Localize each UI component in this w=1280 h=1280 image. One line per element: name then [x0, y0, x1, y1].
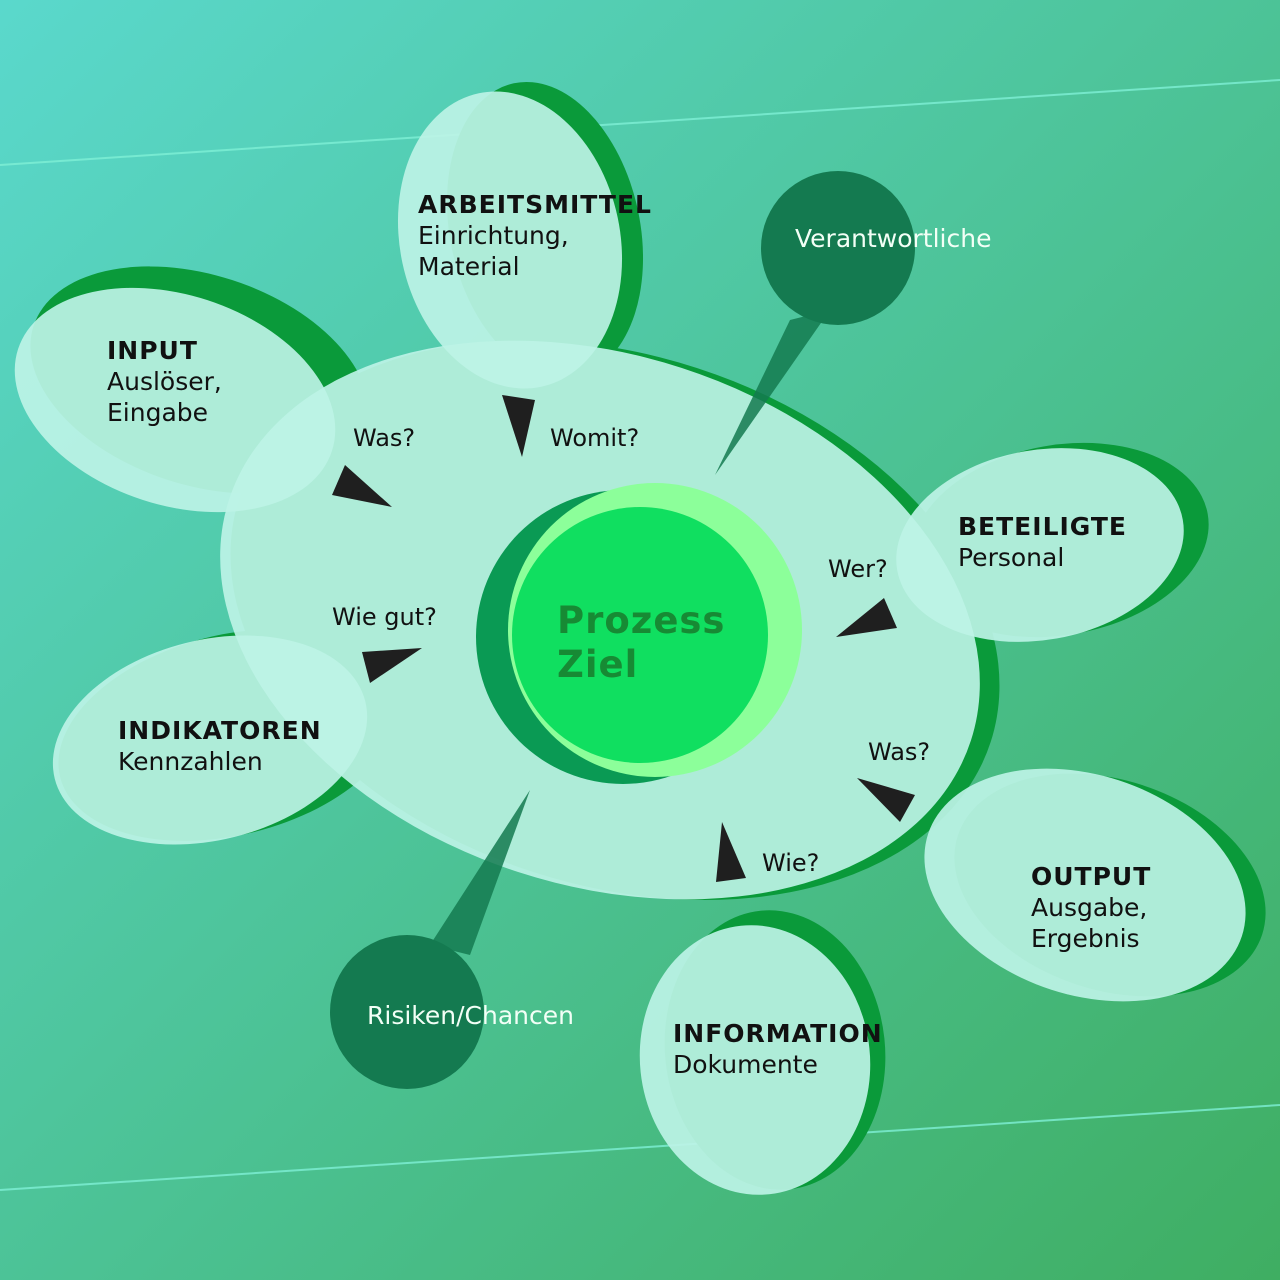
- petal-line: Eingabe: [107, 398, 209, 427]
- petal-arbeitsmittel: ARBEITSMITTEL Einrichtung, Material: [418, 190, 652, 282]
- question-wie-gut: Wie gut?: [332, 603, 437, 631]
- petal-line: Personal: [958, 543, 1065, 572]
- petal-output: OUTPUT Ausgabe, Ergebnis: [1031, 862, 1151, 954]
- triangle-arrow-icon: [716, 822, 746, 882]
- petal-title: INPUT: [107, 336, 198, 365]
- petal-title: BETEILIGTE: [958, 512, 1128, 541]
- center-title: Prozess Ziel: [557, 599, 725, 687]
- petal-line: Material: [418, 252, 520, 281]
- triangle-arrow-icon: [332, 465, 392, 507]
- petal-title: INDIKATOREN: [118, 716, 322, 745]
- petal-beteiligte: BETEILIGTE Personal: [958, 512, 1127, 573]
- center-circle: [512, 507, 768, 763]
- question-wer: Wer?: [828, 555, 888, 583]
- petal-input: INPUT Auslöser, Eingabe: [107, 336, 222, 428]
- center-line-2: Ziel: [557, 643, 639, 686]
- petal-line: Einrichtung,: [418, 221, 569, 250]
- question-was-output: Was?: [868, 738, 931, 766]
- petal-line: Ausgabe,: [1031, 893, 1148, 922]
- guide-line-top: [0, 79, 1280, 166]
- petal-line: Dokumente: [673, 1050, 818, 1079]
- petal-title: INFORMATION: [673, 1019, 883, 1048]
- balloon-label-risks: Risiken/Chancen: [367, 1001, 574, 1030]
- petal-information: INFORMATION Dokumente: [673, 1019, 883, 1080]
- center-line-1: Prozess: [557, 599, 726, 642]
- balloon-label-responsible: Verantwortliche: [795, 224, 992, 253]
- question-wie: Wie?: [762, 849, 820, 877]
- petal-line: Auslöser,: [107, 367, 222, 396]
- balloon-responsible: [761, 171, 915, 325]
- question-womit: Womit?: [550, 424, 640, 452]
- balloon-risks: [330, 935, 484, 1089]
- petal-line: Ergebnis: [1031, 924, 1140, 953]
- balloon-tail-responsible: [715, 310, 830, 475]
- guide-line-bottom: [0, 1104, 1280, 1191]
- petal-title: ARBEITSMITTEL: [418, 190, 652, 219]
- question-was-input: Was?: [353, 424, 416, 452]
- petal-line: Kennzahlen: [118, 747, 263, 776]
- triangle-arrow-icon: [502, 395, 535, 457]
- petal-indikatoren: INDIKATOREN Kennzahlen: [118, 716, 322, 777]
- triangle-arrow-icon: [836, 598, 897, 637]
- balloon-tail-risks: [430, 790, 530, 955]
- petal-title: OUTPUT: [1031, 862, 1152, 891]
- triangle-arrow-icon: [362, 648, 422, 683]
- triangle-arrow-icon: [857, 778, 915, 822]
